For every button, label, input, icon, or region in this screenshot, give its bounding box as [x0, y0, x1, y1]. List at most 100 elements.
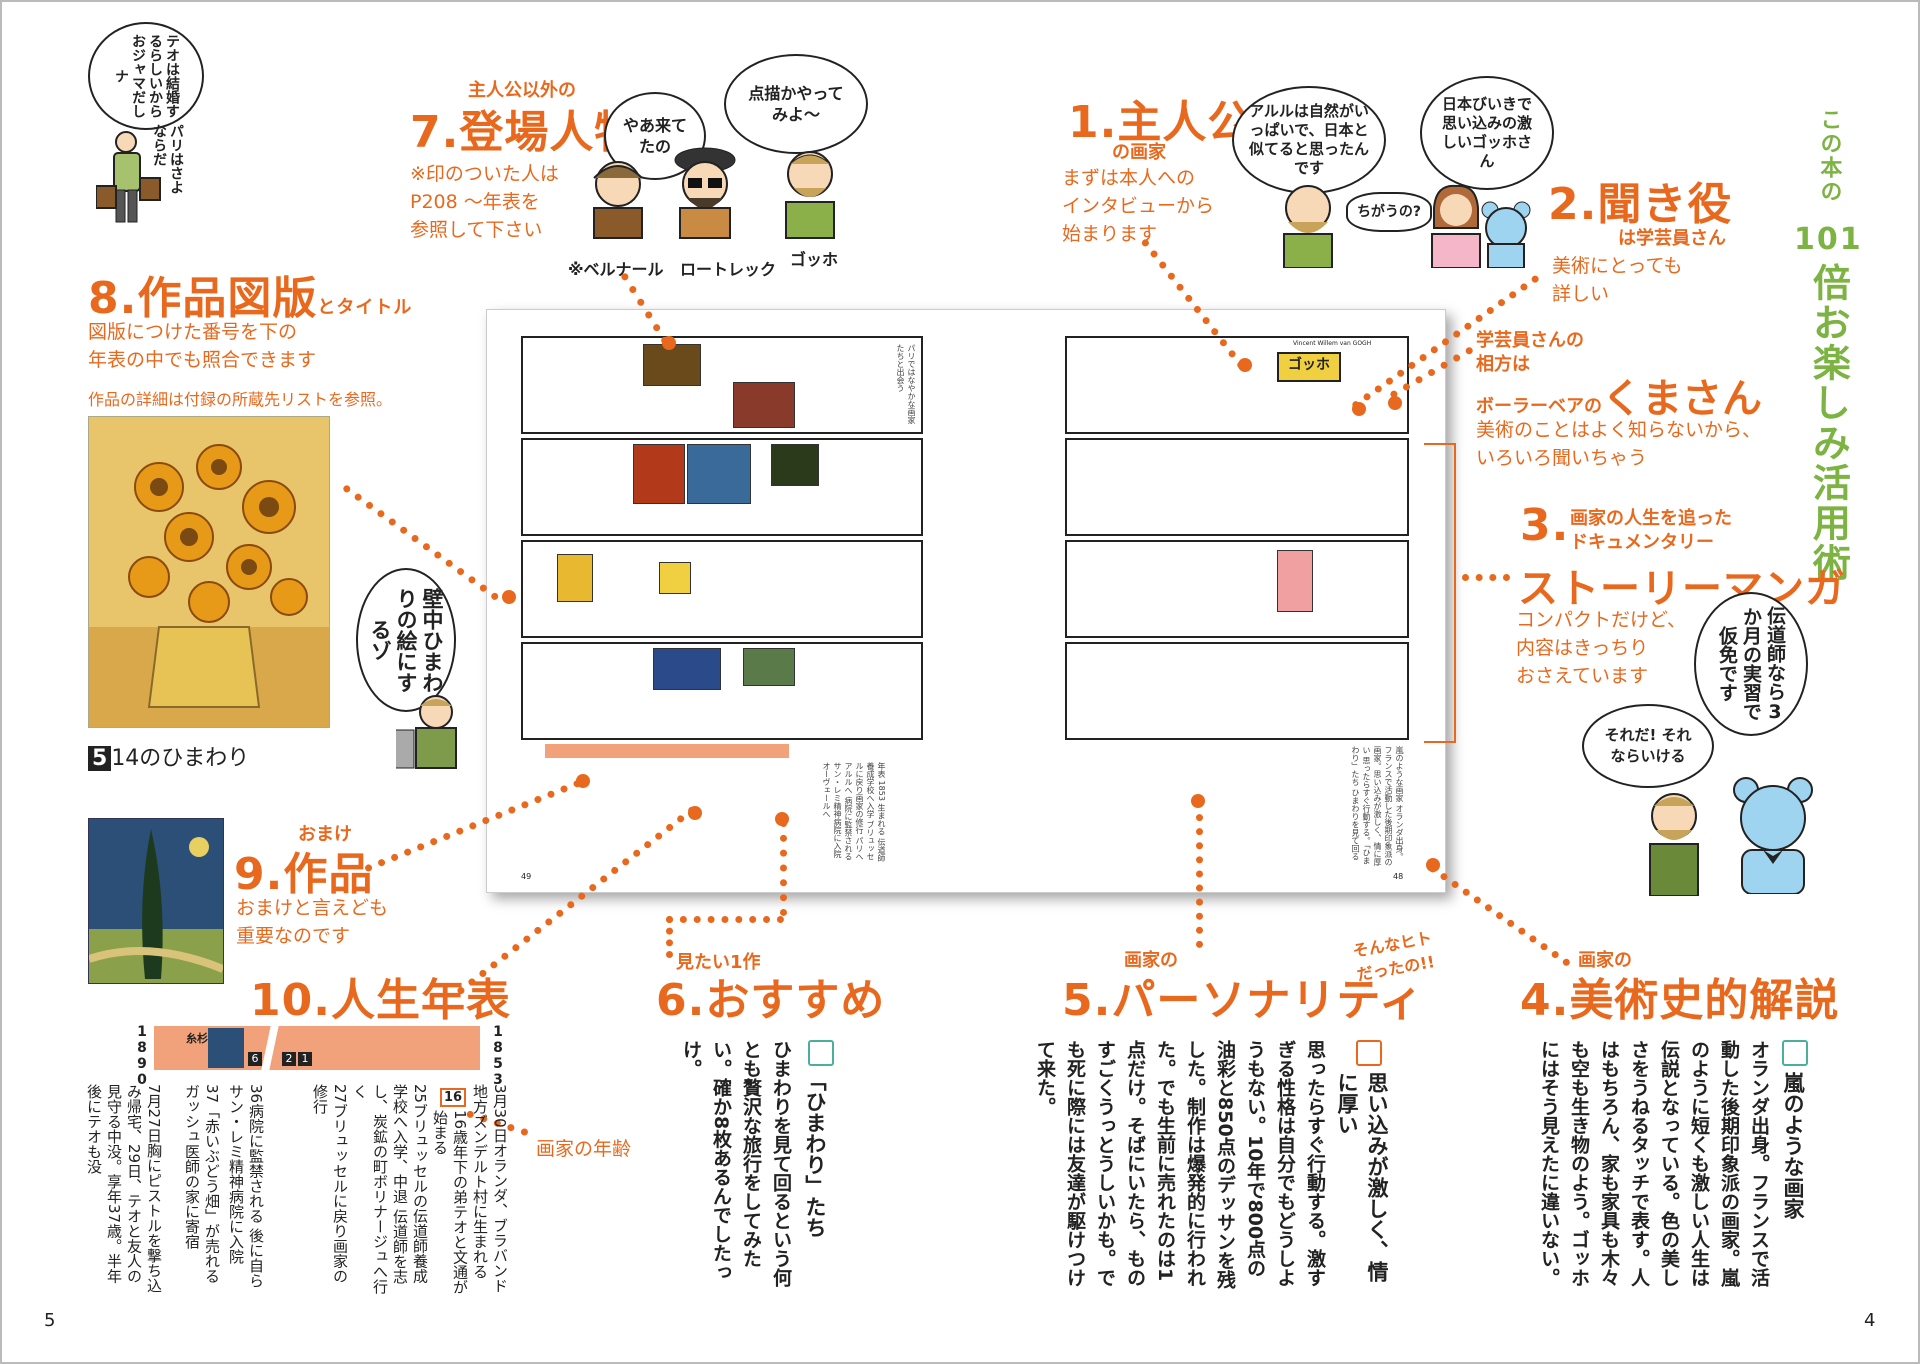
- item9-title: 9.作品: [234, 838, 373, 902]
- item7-name-lautrec: ロートレック: [680, 260, 777, 279]
- timeline-year-left: 1890: [134, 1024, 150, 1088]
- item10-title-text: 人生年表: [330, 975, 511, 1026]
- item4-number: 4.: [1520, 975, 1570, 1026]
- item3-title: ストーリーマンガ: [1518, 566, 1846, 612]
- spread-gogh-label: ゴッホ: [1277, 352, 1341, 382]
- item1-title-text: 主人公: [1117, 97, 1253, 148]
- lautrec-figure: [660, 140, 750, 244]
- item3-desc-line: コンパクトだけど、: [1516, 609, 1687, 631]
- item5-body: 思ったらすぐ行動する。激すぎる性格は自分でもどうしようもない。10年で800点の…: [1034, 1040, 1326, 1289]
- item5-title: 5.パーソナリティ: [1062, 964, 1424, 1028]
- spread-gogh-title: Vincent Willem van GOGH: [1293, 340, 1372, 347]
- item8-sub: とタイトル: [317, 297, 413, 318]
- item9-desc-line: おまけと言えども: [236, 897, 389, 919]
- item2-title-text: 聞き役: [1597, 179, 1733, 230]
- item2-sub: は学芸員さん: [1618, 228, 1726, 249]
- side-title-prefix: この本の: [1816, 108, 1842, 204]
- bear-desc-line: 美術のことはよく知らないから、: [1476, 419, 1762, 441]
- book-spread: パリではなやかな画家たちと出会う 年表 1853 生まれる 伝道師養成学校へ入学…: [486, 309, 1446, 893]
- item6-sub: 見たい1作: [676, 952, 761, 973]
- item4-title: 4.美術史的解説: [1520, 964, 1839, 1028]
- item7-desc-line: 参照して下さい: [410, 219, 543, 241]
- manga-thumb: [743, 648, 795, 686]
- connector-6-horizontal: [666, 916, 784, 923]
- item3-bubble-a: 伝道師なら3か月の実習で仮免です: [1694, 592, 1808, 736]
- item3-sub1: 画家の人生を追った: [1570, 508, 1732, 529]
- item8-title: 8.作品図版とタイトル: [88, 262, 412, 326]
- item6-title: 6.おすすめ: [656, 964, 885, 1028]
- item1-bubble-a: アルルは自然がいっぱいで、日本と似てると思ったんです: [1232, 86, 1386, 194]
- item9-desc-line: 重要なのです: [236, 925, 351, 947]
- item10-title: 10.人生年表: [250, 964, 511, 1028]
- item4-body: オランダ出身。フランスで活動した後期印象派の画家。嵐のように短くも激しい人生は伝…: [1538, 1040, 1770, 1287]
- connector-dot: [1352, 402, 1366, 416]
- timeline-entry: 37「赤いぶどう畑」が売れる ガッシュ医師の家に寄宿: [183, 1084, 221, 1284]
- item3-desc-line: おさえています: [1516, 665, 1649, 687]
- item1-number: 1.: [1068, 97, 1118, 148]
- item4-icon: [1782, 1040, 1808, 1066]
- gogh-figure: [1266, 178, 1350, 272]
- bear-desc: 美術のことはよく知らないから、 いろいろ聞いちゃう: [1476, 416, 1761, 472]
- mini-timeline-text: 年表 1853 生まれる 伝道師養成学校へ入学 ブリュッセルに戻り画家の修行 パ…: [822, 762, 886, 862]
- bear-name: くまさん: [1602, 376, 1762, 422]
- item10-number: 10.: [250, 975, 331, 1026]
- item1-bubble-b: ちがうの?: [1346, 192, 1432, 232]
- page-number-right: 4: [1864, 1310, 1876, 1331]
- left-manga-row: [521, 540, 923, 638]
- item7-sub: 主人公以外の: [468, 80, 576, 101]
- bear-heading: ボーラーベアのくまさん: [1476, 366, 1762, 424]
- manga-thumb: [733, 382, 795, 428]
- right-manga-row: [1065, 540, 1409, 638]
- item1-title: 1.主人公: [1068, 86, 1252, 150]
- timeline-entry: 25ブリュッセルの伝道師養成学校へ入学、中退 伝道師を志し、炭鉱の町ボリナージュ…: [351, 1084, 429, 1294]
- item5-sub: 画家の: [1124, 950, 1178, 971]
- item3-desc-line: 内容はきっちり: [1516, 637, 1649, 659]
- top-left-caption: パリはさよならだ: [151, 124, 184, 194]
- curator-figure: [1416, 178, 1496, 272]
- timeline-year-right: 1853: [490, 1024, 506, 1088]
- item3-bracket: [1424, 443, 1456, 743]
- mini-timeline-bar: [545, 744, 789, 758]
- item6-number: 6.: [656, 975, 706, 1026]
- painter-figure: [393, 690, 476, 774]
- timeline-age-label: 画家の年齢: [536, 1138, 632, 1160]
- item9-sub: おまけ: [298, 824, 352, 845]
- bear-figure-top: [1476, 198, 1536, 272]
- bear-line3: ボーラーベアの: [1476, 396, 1602, 417]
- item2-title: 2.聞き役: [1548, 168, 1732, 232]
- side-title-number: 101: [1794, 222, 1863, 257]
- item3-pointer: [1462, 574, 1510, 581]
- mini-commentary-text: 嵐のような画家 オランダ出身。フランスで活動した後期印象派の画家。思い込みが激し…: [1351, 746, 1404, 866]
- manga-thumb: [643, 344, 701, 386]
- manga-thumb: [687, 444, 751, 504]
- item8-caption-index: 5: [88, 746, 112, 771]
- item1-desc-line: インタビューから: [1062, 195, 1215, 217]
- timeline-age-box: 16: [440, 1088, 467, 1107]
- right-manga-row: ゴッホ Vincent Willem van GOGH: [1065, 336, 1409, 434]
- connector-6-vertical: [666, 916, 673, 958]
- item1-bubble-c: 日本びいきで思い込みの激しいゴッホさん: [1420, 76, 1554, 190]
- item4-heading: 嵐のような画家: [1781, 1072, 1805, 1219]
- connector-dot: [1238, 358, 1252, 372]
- connector-dot: [1191, 794, 1205, 808]
- cypress-image: [87, 818, 225, 984]
- item7-name-bernard: ※ベルナール: [568, 260, 664, 279]
- item7-desc-line: P208 〜年表を: [410, 191, 540, 213]
- item8-caption-label: 14のひまわり: [111, 746, 250, 771]
- connector-dot: [502, 590, 516, 604]
- item6-heading: 「ひまわり」たち: [803, 1070, 827, 1238]
- item2-desc-line: 美術にとっても: [1552, 255, 1683, 277]
- timeline-entry: 16歳年下の弟テオと文通が始まる: [431, 1110, 469, 1295]
- item6-body: ひまわりを見て回るという何とも贅沢な旅行をしてみたい。確か8枚あるんでしたっけ。: [680, 1040, 792, 1287]
- left-manga-row: [521, 438, 923, 536]
- item6-icon: [808, 1040, 834, 1066]
- item8-bubble: 壁中ひまわりの絵にするゾ: [356, 568, 456, 712]
- item5-title-text: パーソナリティ: [1111, 975, 1424, 1026]
- connector-6-up: [780, 820, 787, 916]
- item8-number: 8.: [88, 273, 138, 324]
- item3-number: 3.: [1520, 500, 1570, 551]
- item8-desc: 図版につけた番号を下の 年表の中でも照合できます: [88, 318, 316, 374]
- side-title: この本の101倍お楽しみ活用術: [1794, 108, 1863, 583]
- item7-desc-line: ※印のついた人は: [410, 163, 559, 185]
